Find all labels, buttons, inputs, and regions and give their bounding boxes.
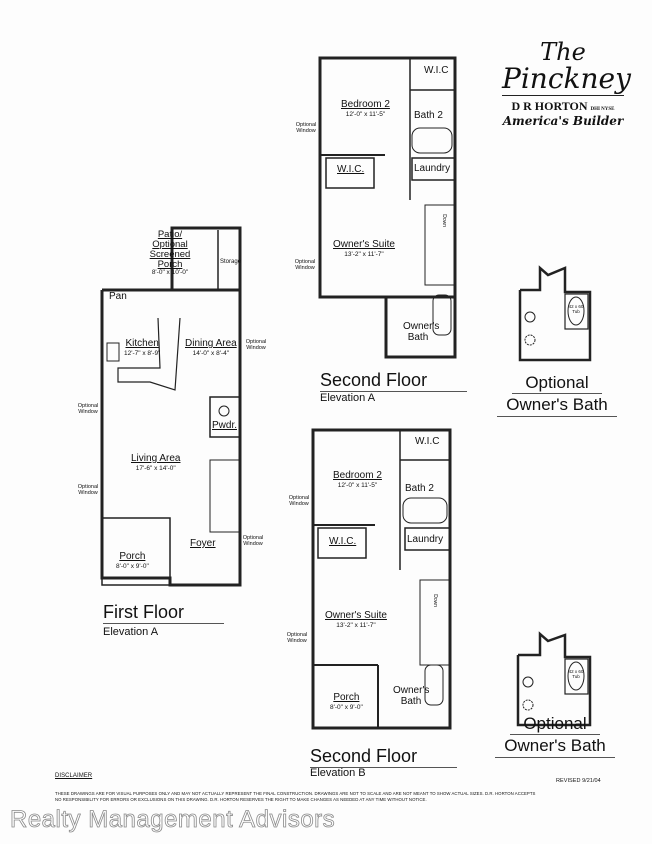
room-bath-2: Bath 2 <box>414 110 443 121</box>
second-floor-b-title: Second Floor <box>310 746 458 768</box>
second-floor-a-drawing <box>318 56 457 359</box>
brand-title-line1: The <box>540 38 586 66</box>
room-name: Bedroom 2 <box>341 99 390 110</box>
room-wic-top: W.I.C <box>424 65 449 76</box>
room-foyer: Foyer <box>190 538 216 549</box>
stairs-label: Down <box>432 594 439 608</box>
tub-label: 42 x 60 Tub <box>568 669 584 679</box>
builder-name: D R HORTON <box>511 98 588 113</box>
room-name: Owner's Suite <box>333 239 395 250</box>
room-name: Bedroom 2 <box>333 470 382 481</box>
room-storage: Storage <box>220 259 242 265</box>
room-laundry: Laundry <box>414 163 451 174</box>
optional-window-label: Optional Window <box>295 122 317 135</box>
title-line: Optional <box>510 713 600 736</box>
stairs-label: Down <box>441 214 448 228</box>
optional-bath-a-drawing <box>518 265 592 362</box>
room-name: Kitchen <box>125 338 159 349</box>
optional-bath-b-drawing <box>516 631 592 727</box>
second-floor-a-title: Second Floor <box>320 370 468 392</box>
room-size: 17'-6" x 14'-0" <box>135 464 176 472</box>
room-laundry: Laundry <box>407 534 444 545</box>
brand-tagline: America's Builder <box>502 113 624 128</box>
brand-logo: The Pinckney D R HORTON DHI NYSE America… <box>488 40 638 128</box>
room-name: Patio/ Optional Screened Porch <box>149 229 191 270</box>
disclaimer-heading: DISCLAIMER <box>55 773 93 779</box>
title-line: Owner's Bath <box>495 735 615 758</box>
optional-window-label: Optional Window <box>286 632 308 645</box>
room-owners-bath: Owner's Bath <box>403 321 440 343</box>
disclaimer-line: THESE DRAWINGS ARE FOR VISUAL PURPOSES O… <box>55 791 536 796</box>
first-floor-drawing <box>100 226 242 587</box>
room-name: Owner's Suite <box>325 610 387 621</box>
room-size: 12'-0" x 11'-5" <box>337 481 378 489</box>
title-line: Owner's Bath <box>497 394 617 417</box>
room-size: 12'-0" x 11'-5" <box>345 110 386 118</box>
room-wic: W.I.C. <box>329 536 357 547</box>
title-line: Optional <box>512 372 602 395</box>
room-bath-2: Bath 2 <box>405 483 434 494</box>
room-name: Porch <box>119 551 146 562</box>
optional-window-label: Optional Window <box>294 259 316 272</box>
optional-window-label: Optional Window <box>77 484 99 497</box>
room-size: 8'-0" x 9'-0" <box>116 562 149 570</box>
room-powder: Pwdr. <box>212 420 238 431</box>
optional-window-label: Optional Window <box>288 495 310 508</box>
room-size: 13'-2" x 11'-7" <box>336 621 376 629</box>
room-name: Living Area <box>131 453 181 464</box>
room-name: Dining Area <box>185 338 237 349</box>
room-size: 8'-0" x 10'-0" <box>151 268 189 276</box>
room-wic: W.I.C. <box>337 164 365 175</box>
second-floor-a-elevation: Elevation A <box>320 392 376 404</box>
room-size: 8'-0" x 9'-0" <box>330 703 363 711</box>
tub-label: 42 x 60 Tub <box>568 304 584 314</box>
optional-window-label: Optional Window <box>245 339 267 352</box>
disclaimer-line: NO RESPONSIBILITY FOR ERRORS OR EXCLUSIO… <box>55 797 427 802</box>
room-name: Porch <box>333 692 360 703</box>
room-wic-top: W.I.C <box>415 436 440 447</box>
second-floor-b-drawing <box>311 428 452 730</box>
exchange-badge: DHI NYSE <box>590 106 615 112</box>
second-floor-b-elevation: Elevation B <box>310 767 366 779</box>
room-size: 14'-0" x 8'-4" <box>192 349 230 357</box>
revised-date: REVISED 9/21/04 <box>556 778 601 784</box>
optional-window-label: Optional Window <box>77 403 99 416</box>
room-owners-bath: Owner's Bath <box>393 685 430 707</box>
brand-title-line2: Pinckney <box>502 62 631 96</box>
first-floor-title: First Floor <box>103 602 224 624</box>
room-size: 12'-7" x 8'-9" <box>124 349 161 357</box>
watermark: Realty Management Advisors <box>10 806 336 834</box>
optional-window-label: Optional Window <box>242 535 264 548</box>
first-floor-elevation: Elevation A <box>103 626 159 638</box>
room-size: 13'-2" x 11'-7" <box>344 250 384 258</box>
room-pantry: Pan <box>109 291 127 302</box>
